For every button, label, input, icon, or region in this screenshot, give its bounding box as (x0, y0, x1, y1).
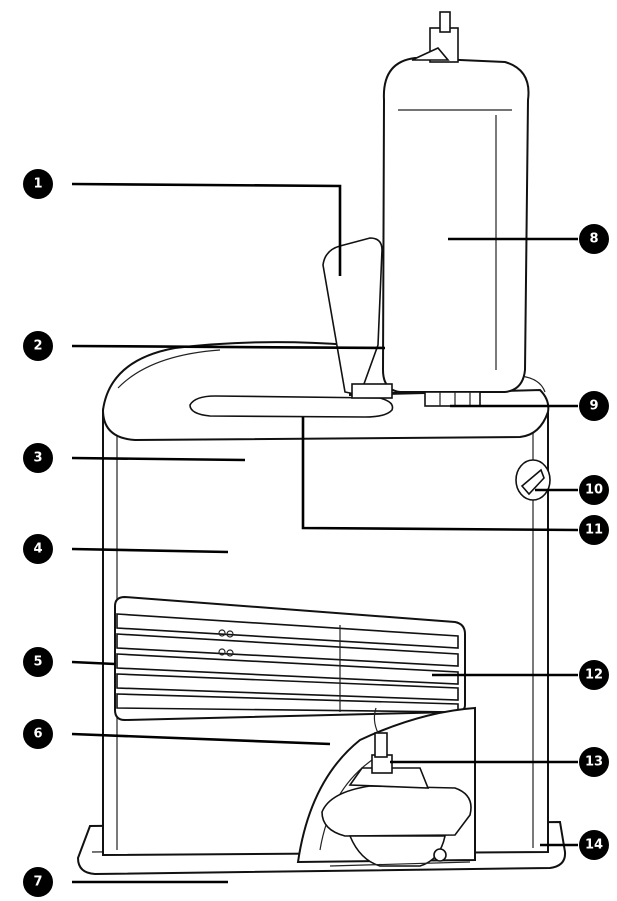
callout-8-label: 8 (589, 232, 598, 247)
leader-3 (71, 456, 246, 462)
callout-11: 11 (579, 515, 609, 545)
callout-5: 5 (23, 647, 53, 677)
callout-6-label: 6 (33, 727, 42, 742)
callout-10-label: 10 (585, 483, 603, 498)
callout-7: 7 (23, 867, 53, 897)
callout-9-label: 9 (589, 399, 598, 414)
callout-2-label: 2 (33, 339, 42, 354)
callout-12: 12 (579, 660, 609, 690)
leader-2 (71, 344, 386, 350)
callout-9: 9 (579, 391, 609, 421)
callout-2: 2 (23, 331, 53, 361)
front-grille (114, 595, 466, 722)
callout-3-label: 3 (33, 451, 42, 466)
leader-lines (71, 182, 579, 884)
callout-10: 10 (579, 475, 609, 505)
leader-5 (71, 660, 116, 666)
callout-5-label: 5 (33, 655, 42, 670)
callout-13-label: 13 (585, 755, 603, 770)
callout-1-label: 1 (33, 177, 42, 192)
callout-3: 3 (23, 443, 53, 473)
callout-4-label: 4 (33, 542, 42, 557)
callout-8: 8 (579, 224, 609, 254)
callout-13: 13 (579, 747, 609, 777)
leader-6 (71, 732, 331, 746)
callout-4: 4 (23, 534, 53, 564)
leader-11 (301, 417, 579, 532)
leader-4 (71, 547, 229, 554)
callout-6: 6 (23, 719, 53, 749)
callout-7-label: 7 (33, 875, 42, 890)
callout-11-label: 11 (585, 523, 603, 538)
callout-14-label: 14 (585, 838, 603, 853)
callout-1: 1 (23, 169, 53, 199)
callout-14: 14 (579, 830, 609, 860)
fuel-tank (322, 11, 530, 407)
burner-cutaway (296, 706, 476, 867)
leader-1 (71, 182, 342, 276)
callout-12-label: 12 (585, 668, 603, 683)
